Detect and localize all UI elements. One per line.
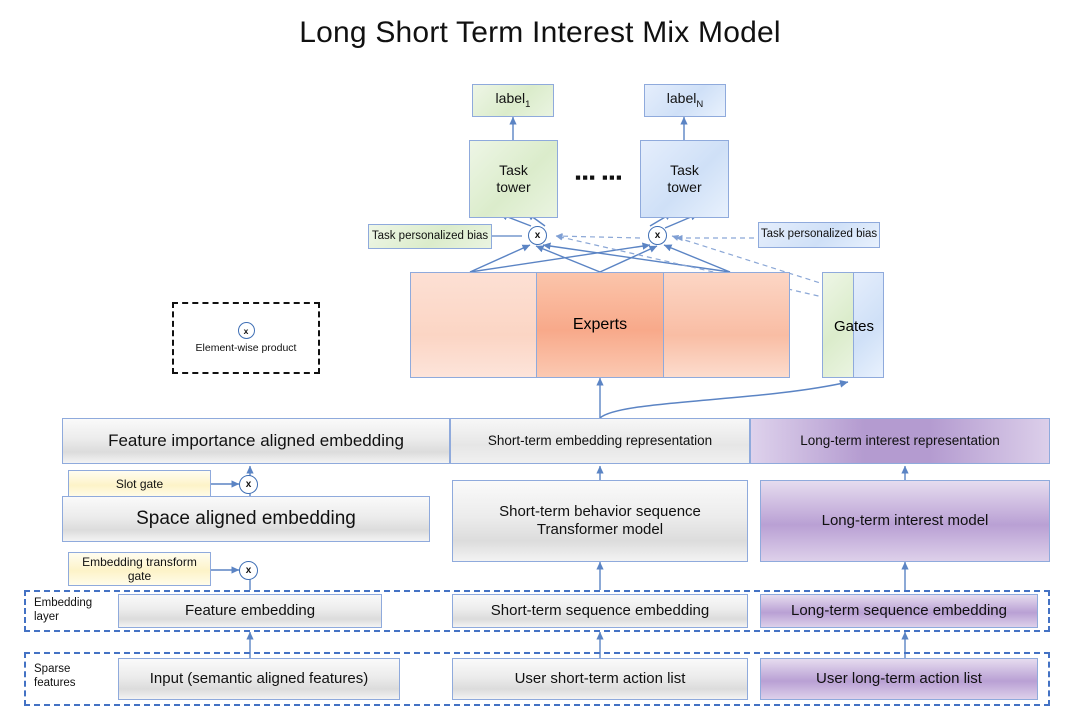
gates-label: Gates bbox=[833, 317, 875, 335]
short-term-transformer-model: Short-term behavior sequence Transformer… bbox=[452, 480, 748, 562]
long-term-sequence-embedding: Long-term sequence embedding bbox=[760, 594, 1038, 628]
expert-panel-1 bbox=[411, 273, 538, 377]
elementwise-product-node-n: x bbox=[648, 226, 667, 245]
embedding-layer-group-label: Embedding layer bbox=[34, 597, 93, 623]
label-1-box: label1 bbox=[472, 84, 554, 117]
elementwise-product-node-1: x bbox=[528, 226, 547, 245]
task-tower-1-line2: tower bbox=[496, 179, 531, 195]
long-term-interest-model: Long-term interest model bbox=[760, 480, 1050, 562]
long-term-interest-representation: Long-term interest representation bbox=[750, 418, 1050, 464]
task-tower-n-line2: tower bbox=[667, 179, 702, 195]
tower-ellipsis: ▪▪▪ ▪▪▪ bbox=[575, 168, 623, 187]
embedding-transform-product-node: x bbox=[239, 561, 258, 580]
embedding-transform-gate: Embedding transform gate bbox=[68, 552, 211, 586]
legend-caption: Element-wise product bbox=[195, 342, 297, 354]
legend-elementwise-icon: x bbox=[237, 322, 255, 339]
experts-block: Experts bbox=[410, 272, 790, 378]
label-1-text: label1 bbox=[495, 90, 531, 111]
short-term-sequence-embedding: Short-term sequence embedding bbox=[452, 594, 748, 628]
label-n-text: labelN bbox=[666, 90, 704, 111]
gate-panel-green bbox=[823, 273, 854, 377]
feature-importance-aligned-embedding: Feature importance aligned embedding bbox=[62, 418, 450, 464]
gate-panel-blue bbox=[853, 273, 883, 377]
task-tower-n: Task tower bbox=[640, 140, 729, 218]
space-aligned-embedding: Space aligned embedding bbox=[62, 496, 430, 542]
gates-block: Gates bbox=[822, 272, 884, 378]
task-personalized-bias-left: Task personalized bias bbox=[368, 224, 492, 249]
task-tower-1: Task tower bbox=[469, 140, 558, 218]
user-long-term-action-list: User long-term action list bbox=[760, 658, 1038, 700]
short-term-model-line2: Transformer model bbox=[536, 521, 664, 538]
input-semantic-aligned-features: Input (semantic aligned features) bbox=[118, 658, 400, 700]
user-short-term-action-list: User short-term action list bbox=[452, 658, 748, 700]
expert-panel-3 bbox=[663, 273, 789, 377]
task-tower-n-line1: Task bbox=[670, 162, 699, 179]
sparse-features-group bbox=[24, 652, 1050, 706]
short-term-model-line1: Short-term behavior sequence bbox=[499, 503, 701, 521]
slot-gate: Slot gate bbox=[68, 470, 211, 498]
legend-box: x Element-wise product bbox=[172, 302, 320, 374]
expert-panel-2: Experts bbox=[537, 273, 664, 377]
slot-gate-product-node: x bbox=[239, 475, 258, 494]
edge-shortterm-to-gates bbox=[599, 379, 849, 419]
feature-embedding: Feature embedding bbox=[118, 594, 382, 628]
task-personalized-bias-right: Task personalized bias bbox=[758, 222, 880, 248]
short-term-embedding-representation: Short-term embedding representation bbox=[450, 418, 750, 464]
sparse-features-group-label: Sparse features bbox=[34, 663, 76, 689]
label-n-box: labelN bbox=[644, 84, 726, 117]
task-tower-1-line1: Task bbox=[499, 162, 528, 179]
embedding-layer-group bbox=[24, 590, 1050, 632]
page-title: Long Short Term Interest Mix Model bbox=[299, 16, 781, 49]
